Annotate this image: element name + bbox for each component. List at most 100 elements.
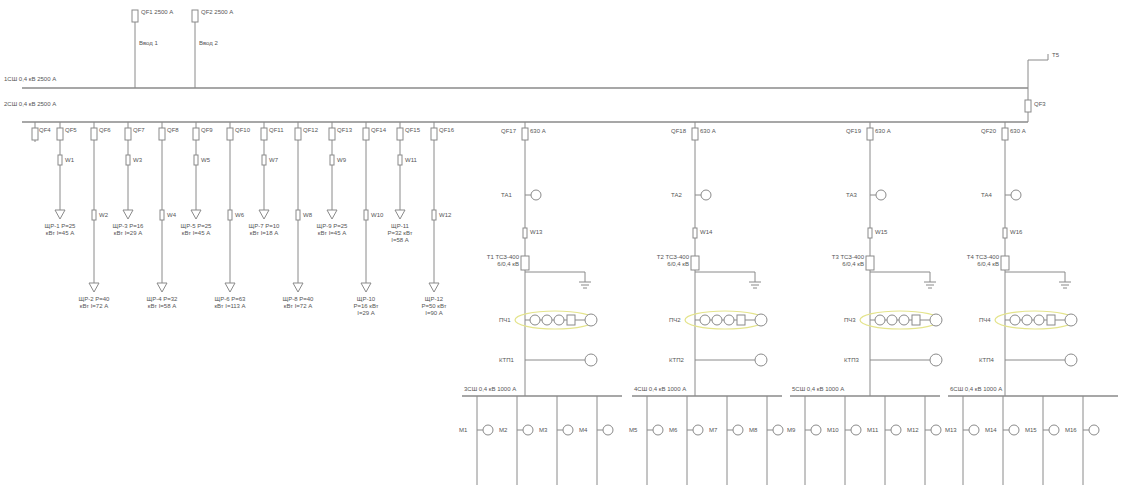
earth-wire [1065, 272, 1066, 282]
motor-symbol [693, 425, 703, 435]
breaker-symbol [227, 128, 233, 140]
load-symbol [395, 210, 405, 219]
motor-symbol [969, 425, 979, 435]
motor-symbol [653, 425, 663, 435]
earth-wire [755, 272, 756, 282]
breaker-label: QF15 [405, 127, 420, 134]
breaker-label: QF4 [39, 127, 51, 134]
transformer-symbol [521, 256, 529, 270]
earth-symbol [581, 285, 589, 286]
earth-symbol [1061, 285, 1069, 286]
wire [647, 430, 653, 431]
load-label: ЩР-7 Р=10 кВт I=18 А [248, 223, 280, 237]
transformer-current-label: ТА4 [981, 192, 992, 199]
transformer-label: Т2 ТСЗ-400 6/0,4 кВ [643, 254, 689, 268]
cable-marker [693, 228, 697, 238]
wire [1003, 430, 1009, 431]
bus-label: 5СШ 0,4 кВ 1000 А [792, 386, 844, 393]
machine-symbol [585, 314, 597, 326]
earth-wire [870, 272, 930, 273]
wire [845, 430, 851, 431]
breaker-label: QF16 [439, 127, 454, 134]
breaker-symbol [193, 128, 199, 140]
load-wire [1003, 396, 1004, 485]
cable-label: W1 [65, 157, 74, 164]
highlight-ring [515, 311, 595, 329]
cable-label: W11 [405, 157, 417, 164]
busbar [462, 395, 622, 396]
load-wire [647, 396, 648, 485]
wire [525, 195, 531, 196]
feeder-wire [230, 122, 231, 283]
earth-symbol [926, 285, 934, 286]
transformer-current-label: ТА1 [501, 192, 512, 199]
converter-symbol [1047, 315, 1055, 325]
earth-symbol [583, 288, 587, 289]
wire [477, 430, 483, 431]
load-label: ЩР-6 Р=63 кВт I=113 А [214, 296, 246, 310]
bus-label: 4СШ 0,4 кВ 1000 А [634, 386, 686, 393]
machine-symbol [1065, 314, 1077, 326]
load-symbol [225, 283, 235, 292]
wire [1083, 430, 1089, 431]
load-label: ЩР-1 Р=25 кВт I=45 А [44, 223, 76, 237]
breaker-label: QF6 [99, 127, 111, 134]
wire [695, 360, 755, 361]
transformer-symbol [866, 256, 874, 270]
motor-symbol [563, 425, 573, 435]
wire [597, 430, 603, 431]
breaker-label: QF17 [501, 128, 516, 135]
load-symbol [327, 210, 337, 219]
earth-wire [525, 272, 585, 273]
breaker-label: QF18 [671, 128, 686, 135]
cable-marker [523, 228, 527, 238]
cable-marker [432, 210, 436, 220]
load-symbol [361, 283, 371, 292]
breaker-symbol [692, 128, 698, 140]
wire [695, 195, 701, 196]
wire [687, 430, 693, 431]
motor-label: М10 [827, 427, 839, 434]
cable-marker [228, 210, 232, 220]
breaker-symbol [57, 128, 63, 140]
load-wire [925, 396, 926, 485]
load-label: ЩР-11 Р=32 кВт I=58 А [384, 223, 416, 244]
transformer-current-label: ТА3 [846, 192, 857, 199]
wire [525, 360, 585, 361]
breaker-symbol [329, 128, 335, 140]
converter-symbol [712, 315, 722, 325]
breaker-label: QF1 2500 А [141, 9, 173, 16]
substation-label: КТП2 [669, 357, 684, 364]
converter-symbol [887, 315, 897, 325]
machine-symbol [930, 354, 942, 366]
motor-symbol [891, 425, 901, 435]
motor-label: М6 [669, 427, 677, 434]
breaker-label: QF19 [846, 128, 861, 135]
load-label: ЩР-5 Р=25 кВт I=45 А [180, 223, 212, 237]
load-wire [885, 396, 886, 485]
load-label: ЩР-12 Р=50 кВт I=90 А [418, 296, 450, 317]
breaker-label: QF14 [371, 127, 386, 134]
breaker-label: QF11 [269, 127, 284, 134]
feeder-wire [434, 122, 435, 283]
breaker-symbol [159, 128, 165, 140]
cable-marker [92, 210, 96, 220]
wire [1005, 195, 1011, 196]
motor-label: М4 [579, 427, 587, 434]
breaker-symbol [192, 10, 198, 22]
feed-wire [1048, 54, 1049, 60]
motor-symbol [931, 425, 941, 435]
earth-symbol [928, 288, 932, 289]
machine-symbol [755, 354, 767, 366]
cable-marker [194, 155, 198, 165]
load-symbol [259, 210, 269, 219]
load-symbol [191, 210, 201, 219]
converter-symbol [724, 315, 734, 325]
motor-label: М9 [787, 427, 795, 434]
earth-symbol [579, 282, 591, 283]
cable-marker [330, 155, 334, 165]
converter-symbol [875, 315, 885, 325]
earth-symbol [1063, 288, 1067, 289]
load-label: ЩР-8 Р=40 кВт I=72 А [282, 296, 314, 310]
current-transformer-symbol [531, 190, 541, 200]
